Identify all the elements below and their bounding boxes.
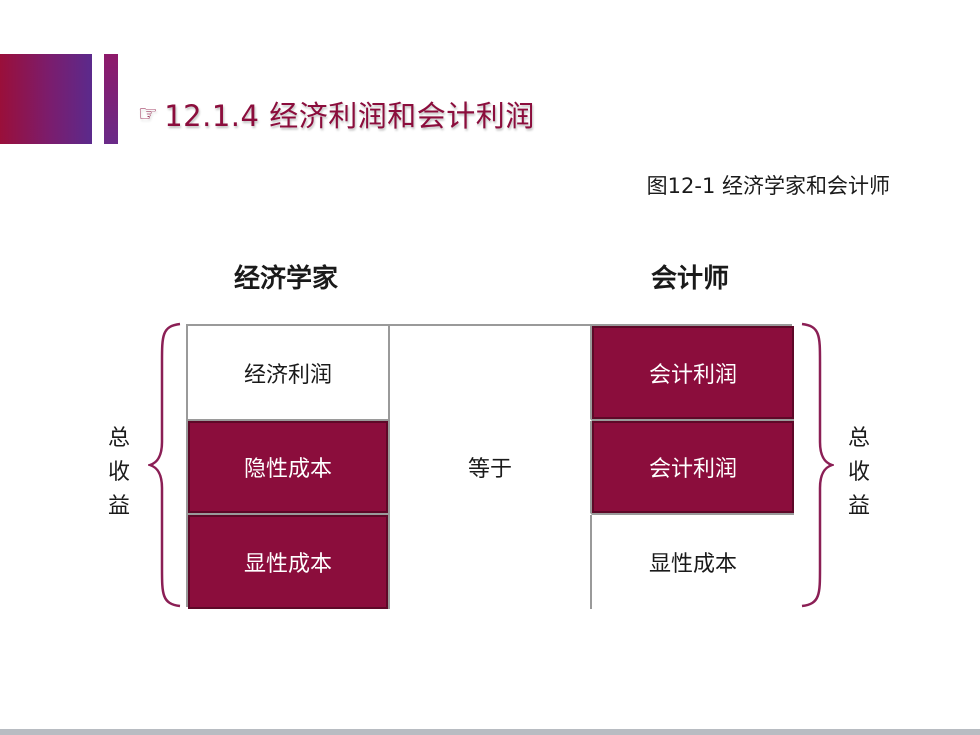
slide-title-text: 12.1.4 经济利润和会计利润	[164, 99, 535, 133]
side-label-char: 总	[847, 426, 870, 451]
cell-economic-profit: 经济利润	[188, 326, 390, 421]
side-label-char: 收	[107, 460, 130, 485]
left-brace	[148, 322, 181, 608]
cell-implicit-cost: 隐性成本	[188, 421, 390, 515]
cell-accounting-profit-top: 会计利润	[592, 326, 794, 421]
footer-divider	[0, 729, 980, 735]
side-label-char: 益	[107, 494, 130, 519]
right-brace	[801, 322, 834, 608]
left-total-revenue-label: 总 收 益	[104, 422, 134, 524]
economist-header: 经济学家	[233, 264, 338, 294]
right-total-revenue-label: 总 收 益	[844, 422, 874, 524]
pointing-hand-icon: ☞	[138, 101, 159, 127]
title-accent-block	[0, 54, 92, 144]
figure-caption: 图12-1 经济学家和会计师	[646, 174, 890, 198]
title-accent-bar	[104, 54, 118, 144]
cell-equals: 等于	[390, 421, 592, 515]
side-label-char: 收	[847, 460, 870, 485]
side-label-char: 益	[847, 494, 870, 519]
cell-empty-top-middle	[390, 326, 592, 421]
cell-empty-bottom-middle	[390, 515, 592, 609]
slide-title: ☞ 12.1.4 经济利润和会计利润	[138, 92, 535, 136]
cell-explicit-cost-right: 显性成本	[592, 515, 794, 609]
profit-comparison-grid: 经济利润 会计利润 隐性成本 等于 会计利润 显性成本 显性成本	[186, 324, 794, 609]
accountant-header: 会计师	[650, 264, 729, 294]
cell-explicit-cost-left: 显性成本	[188, 515, 390, 609]
side-label-char: 总	[107, 426, 130, 451]
cell-accounting-profit-middle: 会计利润	[592, 421, 794, 515]
